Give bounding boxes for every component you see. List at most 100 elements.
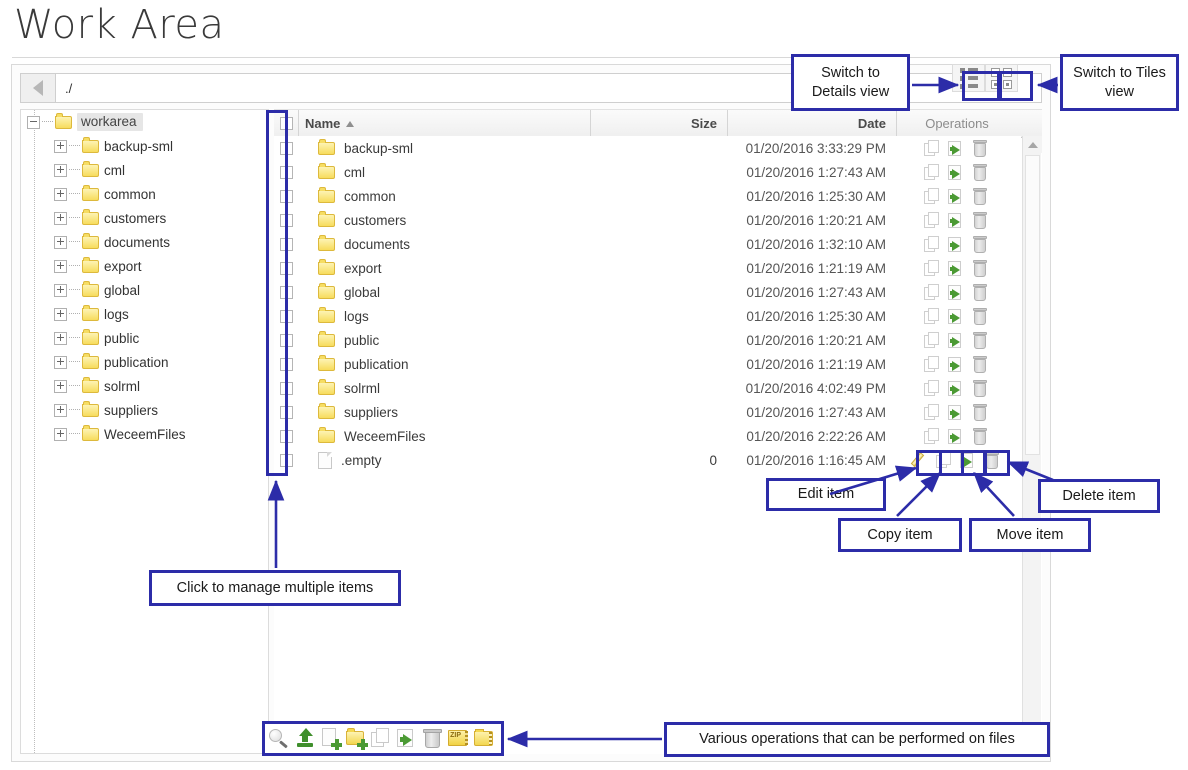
table-row[interactable]: publication01/20/2016 1:21:19 AM	[274, 352, 1021, 376]
row-name-cell[interactable]: backup-sml	[298, 141, 590, 156]
select-all-header[interactable]	[274, 110, 298, 137]
move-item-icon[interactable]	[959, 451, 978, 470]
table-row[interactable]: customers01/20/2016 1:20:21 AM	[274, 208, 1021, 232]
tree-item-solrml[interactable]: solrml	[21, 374, 268, 398]
copy-item-icon[interactable]	[923, 283, 942, 302]
row-checkbox[interactable]	[280, 430, 293, 443]
row-select-cell[interactable]	[274, 406, 298, 419]
delete-item-icon[interactable]	[971, 187, 990, 206]
move-icon[interactable]	[396, 727, 419, 750]
tree-item-export[interactable]: export	[21, 254, 268, 278]
table-row[interactable]: logs01/20/2016 1:25:30 AM	[274, 304, 1021, 328]
tree-item-common[interactable]: common	[21, 182, 268, 206]
row-name-cell[interactable]: publication	[298, 357, 590, 372]
row-name-cell[interactable]: documents	[298, 237, 590, 252]
row-checkbox[interactable]	[280, 262, 293, 275]
delete-item-icon[interactable]	[971, 211, 990, 230]
delete-item-icon[interactable]	[983, 451, 1002, 470]
row-select-cell[interactable]	[274, 334, 298, 347]
copy-icon[interactable]	[370, 727, 393, 750]
move-item-icon[interactable]	[947, 211, 966, 230]
move-item-icon[interactable]	[947, 283, 966, 302]
row-name-cell[interactable]: cml	[298, 165, 590, 180]
collapse-icon[interactable]	[27, 116, 40, 129]
copy-item-icon[interactable]	[923, 187, 942, 206]
expand-icon[interactable]	[54, 428, 67, 441]
row-name-cell[interactable]: global	[298, 285, 590, 300]
trash-icon[interactable]	[422, 727, 445, 750]
table-row[interactable]: global01/20/2016 1:27:43 AM	[274, 280, 1021, 304]
expand-icon[interactable]	[54, 308, 67, 321]
expand-icon[interactable]	[54, 356, 67, 369]
copy-item-icon[interactable]	[923, 235, 942, 254]
row-checkbox[interactable]	[280, 142, 293, 155]
row-select-cell[interactable]	[274, 454, 298, 467]
tree-item-backup-sml[interactable]: backup-sml	[21, 134, 268, 158]
copy-item-icon[interactable]	[923, 307, 942, 326]
row-checkbox[interactable]	[280, 310, 293, 323]
row-name-cell[interactable]: .empty	[298, 452, 590, 469]
move-item-icon[interactable]	[947, 427, 966, 446]
row-checkbox[interactable]	[280, 238, 293, 251]
row-select-cell[interactable]	[274, 166, 298, 179]
scrollbar-thumb[interactable]	[1025, 155, 1040, 455]
expand-icon[interactable]	[54, 380, 67, 393]
row-select-cell[interactable]	[274, 286, 298, 299]
back-arrow-icon[interactable]	[20, 73, 56, 103]
move-item-icon[interactable]	[947, 331, 966, 350]
delete-item-icon[interactable]	[971, 235, 990, 254]
table-row[interactable]: WeceemFiles01/20/2016 2:22:26 AM	[274, 424, 1021, 448]
table-row[interactable]: export01/20/2016 1:21:19 AM	[274, 256, 1021, 280]
delete-item-icon[interactable]	[971, 259, 990, 278]
tree-item-global[interactable]: global	[21, 278, 268, 302]
move-item-icon[interactable]	[947, 307, 966, 326]
row-select-cell[interactable]	[274, 310, 298, 323]
column-header-size[interactable]: Size	[590, 110, 727, 137]
row-name-cell[interactable]: export	[298, 261, 590, 276]
row-select-cell[interactable]	[274, 190, 298, 203]
tree-item-public[interactable]: public	[21, 326, 268, 350]
column-header-name[interactable]: Name	[298, 110, 590, 137]
copy-item-icon[interactable]	[923, 163, 942, 182]
delete-item-icon[interactable]	[971, 379, 990, 398]
row-select-cell[interactable]	[274, 382, 298, 395]
copy-item-icon[interactable]	[923, 355, 942, 374]
delete-item-icon[interactable]	[971, 283, 990, 302]
unzip-icon[interactable]	[473, 727, 496, 750]
move-item-icon[interactable]	[947, 379, 966, 398]
row-checkbox[interactable]	[280, 382, 293, 395]
tree-item-documents[interactable]: documents	[21, 230, 268, 254]
tree-item-workarea[interactable]: workarea	[21, 110, 268, 134]
table-row[interactable]: documents01/20/2016 1:32:10 AM	[274, 232, 1021, 256]
delete-item-icon[interactable]	[971, 403, 990, 422]
folder-tree-panel[interactable]: workarea backup-smlcmlcommoncustomersdoc…	[20, 109, 269, 754]
copy-item-icon[interactable]	[923, 211, 942, 230]
table-row[interactable]: backup-sml01/20/2016 3:33:29 PM	[274, 136, 1021, 160]
copy-item-icon[interactable]	[923, 331, 942, 350]
copy-item-icon[interactable]	[923, 427, 942, 446]
tiles-view-button[interactable]	[985, 64, 1018, 92]
row-name-cell[interactable]: solrml	[298, 381, 590, 396]
tree-item-weceemfiles[interactable]: WeceemFiles	[21, 422, 268, 446]
expand-icon[interactable]	[54, 404, 67, 417]
new-folder-icon[interactable]	[345, 727, 368, 750]
row-checkbox[interactable]	[280, 214, 293, 227]
move-item-icon[interactable]	[947, 163, 966, 182]
zip-icon[interactable]: ZIP	[447, 727, 470, 750]
expand-icon[interactable]	[54, 164, 67, 177]
delete-item-icon[interactable]	[971, 139, 990, 158]
tree-item-publication[interactable]: publication	[21, 350, 268, 374]
table-row[interactable]: .empty001/20/2016 1:16:45 AM	[274, 448, 1021, 472]
tree-item-cml[interactable]: cml	[21, 158, 268, 182]
new-file-icon[interactable]	[319, 727, 342, 750]
tree-item-logs[interactable]: logs	[21, 302, 268, 326]
copy-item-icon[interactable]	[923, 379, 942, 398]
row-checkbox[interactable]	[280, 166, 293, 179]
expand-icon[interactable]	[54, 212, 67, 225]
row-name-cell[interactable]: logs	[298, 309, 590, 324]
row-checkbox[interactable]	[280, 406, 293, 419]
vertical-scrollbar[interactable]	[1022, 136, 1041, 754]
move-item-icon[interactable]	[947, 259, 966, 278]
row-select-cell[interactable]	[274, 142, 298, 155]
row-select-cell[interactable]	[274, 430, 298, 443]
